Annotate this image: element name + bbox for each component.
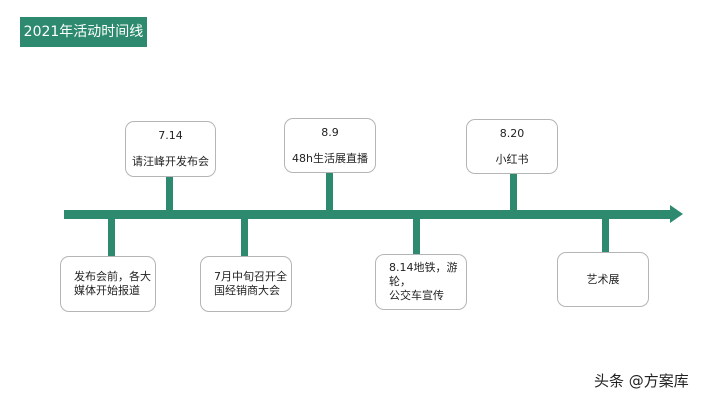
connector [602,218,609,252]
connector [510,173,517,212]
event-text: 小红书 [495,152,529,166]
event-date: 8.9 [321,125,339,139]
connector [326,172,333,212]
event-box: 8.14地铁，游轮， 公交车宣传 [375,254,467,310]
arrow-right-icon [670,205,683,223]
event-box: 7月中旬召开全 国经销商大会 [200,256,292,312]
event-text-line: 发布会前，各大 [74,270,151,283]
event-text-line: 国经销商大会 [214,284,280,297]
event-box: 7.14 请汪峰开发布会 [125,121,216,177]
connector [413,218,420,254]
event-date: 7.14 [158,129,183,142]
event-text-line: 7月中旬召开全 [214,270,287,283]
event-box: 8.9 48h生活展直播 [284,118,376,173]
connector [241,218,248,256]
event-date: 8.20 [499,126,525,140]
connector [166,176,173,212]
event-box: 艺术展 [557,252,649,307]
event-box: 发布会前，各大 媒体开始报道 [60,256,156,312]
event-text-line: 媒体开始报道 [74,284,140,297]
watermark: 头条 @方案库 [594,372,689,390]
event-text-line: 8.14地铁，游轮， [389,261,458,288]
event-text: 48h生活展直播 [292,151,368,165]
connector [108,218,115,256]
page-title: 2021年活动时间线 [20,17,147,47]
event-box: 8.20 小红书 [466,119,558,174]
timeline-axis [64,210,672,219]
event-text-line: 艺术展 [586,272,620,286]
event-text-line: 公交车宣传 [389,289,444,302]
event-text: 请汪峰开发布会 [132,155,209,168]
